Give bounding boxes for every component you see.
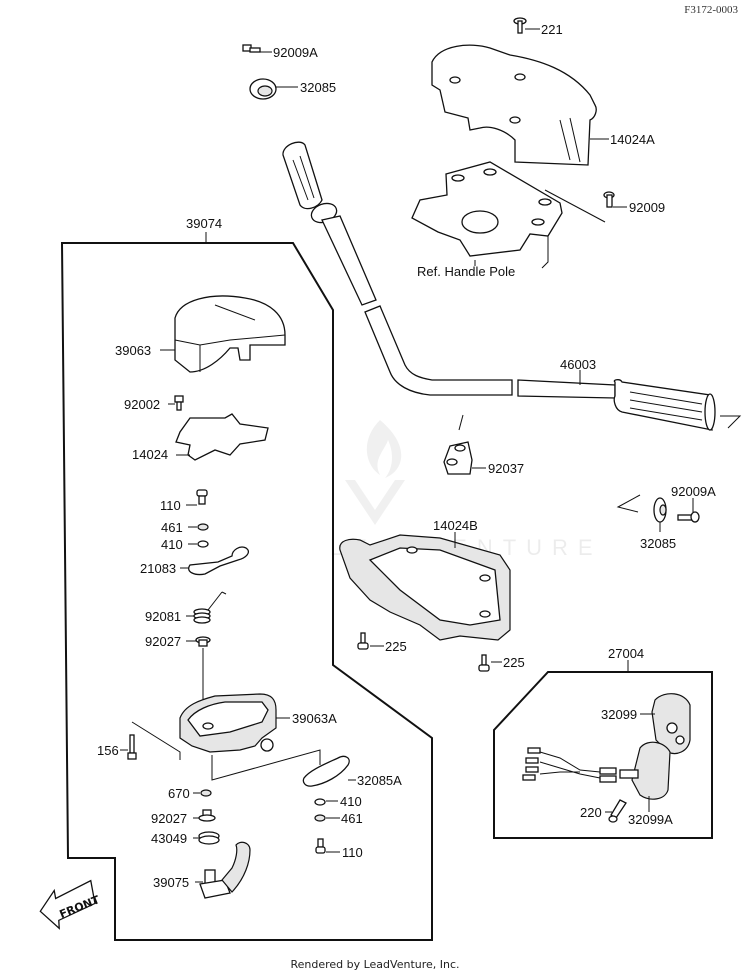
- part-seal-32085A: [302, 755, 350, 787]
- watermark-logo: LEADVENTURE: [330, 420, 593, 560]
- label-14024B: 14024B: [433, 518, 478, 533]
- part-plate-14024: [175, 413, 269, 461]
- label-32099: 32099: [601, 707, 637, 722]
- label-39063A: 39063A: [292, 711, 337, 726]
- label-39075: 39075: [153, 875, 189, 890]
- part-screw-220: [608, 799, 627, 823]
- part-throttle-cover: [174, 295, 286, 373]
- footer-credit: Rendered by LeadVenture, Inc.: [290, 958, 460, 971]
- label-410-a: 410: [161, 537, 183, 552]
- part-handlebar-46003: [282, 141, 716, 431]
- label-46003: 46003: [560, 357, 596, 372]
- label-156: 156: [97, 743, 119, 758]
- label-670: 670: [168, 786, 190, 801]
- label-92009A-right: 92009A: [671, 484, 716, 499]
- label-410-b: 410: [340, 794, 362, 809]
- label-220: 220: [580, 805, 602, 820]
- label-39063: 39063: [115, 343, 151, 358]
- part-collar-92027-b: [198, 809, 216, 822]
- label-32085-top: 32085: [300, 80, 336, 95]
- part-lower-cover-14024B: [339, 534, 511, 641]
- label-92027-b: 92027: [151, 811, 187, 826]
- label-461-a: 461: [161, 520, 183, 535]
- part-screw-92009A-right: [677, 511, 700, 523]
- assembly-frame-39074: [60, 242, 433, 941]
- label-92009A-top: 92009A: [273, 45, 318, 60]
- part-washer-461-a: [197, 523, 209, 531]
- label-32085-right: 32085: [640, 536, 676, 551]
- part-clamp-92037: [443, 414, 473, 475]
- label-110-b: 110: [342, 845, 363, 860]
- part-washer-410-a: [197, 540, 209, 548]
- part-bolt-225-b: [478, 654, 490, 672]
- part-wire-harness: [522, 747, 601, 781]
- part-bolt-225-a: [357, 632, 369, 650]
- assembly-frame-27004: [493, 671, 713, 839]
- document-code: F3172-0003: [684, 4, 738, 16]
- label-221: 221: [541, 22, 563, 37]
- part-spring-92081: [193, 591, 227, 624]
- reference-note: Ref. Handle Pole: [417, 264, 515, 279]
- part-bolt-110-a: [196, 489, 208, 505]
- part-lever-21083: [188, 546, 250, 576]
- part-switch-32099A: [599, 741, 671, 800]
- part-screw-92009: [603, 191, 615, 208]
- label-43049: 43049: [151, 831, 187, 846]
- part-lever-39075: [199, 841, 251, 899]
- label-14024: 14024: [132, 447, 168, 462]
- label-92037: 92037: [488, 461, 524, 476]
- front-arrow-icon: FRONT: [39, 879, 102, 930]
- part-upper-cover-14024A: [431, 44, 597, 166]
- part-washer-461-b: [314, 814, 326, 822]
- part-screw-92002: [174, 395, 184, 411]
- label-32099A: 32099A: [628, 812, 673, 827]
- label-14024A: 14024A: [610, 132, 655, 147]
- label-27004: 27004: [608, 646, 644, 661]
- part-grommet-32085-top: [249, 78, 277, 100]
- part-bolt-110-b: [315, 838, 326, 854]
- label-39074: 39074: [186, 216, 222, 231]
- part-oring-670: [200, 789, 212, 797]
- part-washer-410-b: [314, 798, 326, 806]
- label-92081: 92081: [145, 609, 181, 624]
- label-225-b: 225: [503, 655, 525, 670]
- part-collar-92027-a: [195, 636, 211, 647]
- part-housing-39063A: [179, 693, 277, 753]
- label-92009: 92009: [629, 200, 665, 215]
- label-225-a: 225: [385, 639, 407, 654]
- label-92027-a: 92027: [145, 634, 181, 649]
- label-32085A: 32085A: [357, 773, 402, 788]
- label-461-b: 461: [341, 811, 363, 826]
- label-92002: 92002: [124, 397, 160, 412]
- part-screw-92009A-top: [242, 44, 261, 53]
- label-110-a: 110: [160, 498, 181, 513]
- part-handle-pole-plate: [411, 161, 563, 257]
- part-screw-221: [513, 17, 527, 34]
- part-bolt-156: [127, 734, 137, 760]
- part-ring-43049: [198, 831, 220, 845]
- part-grommet-32085-right: [653, 497, 667, 523]
- label-21083: 21083: [140, 561, 176, 576]
